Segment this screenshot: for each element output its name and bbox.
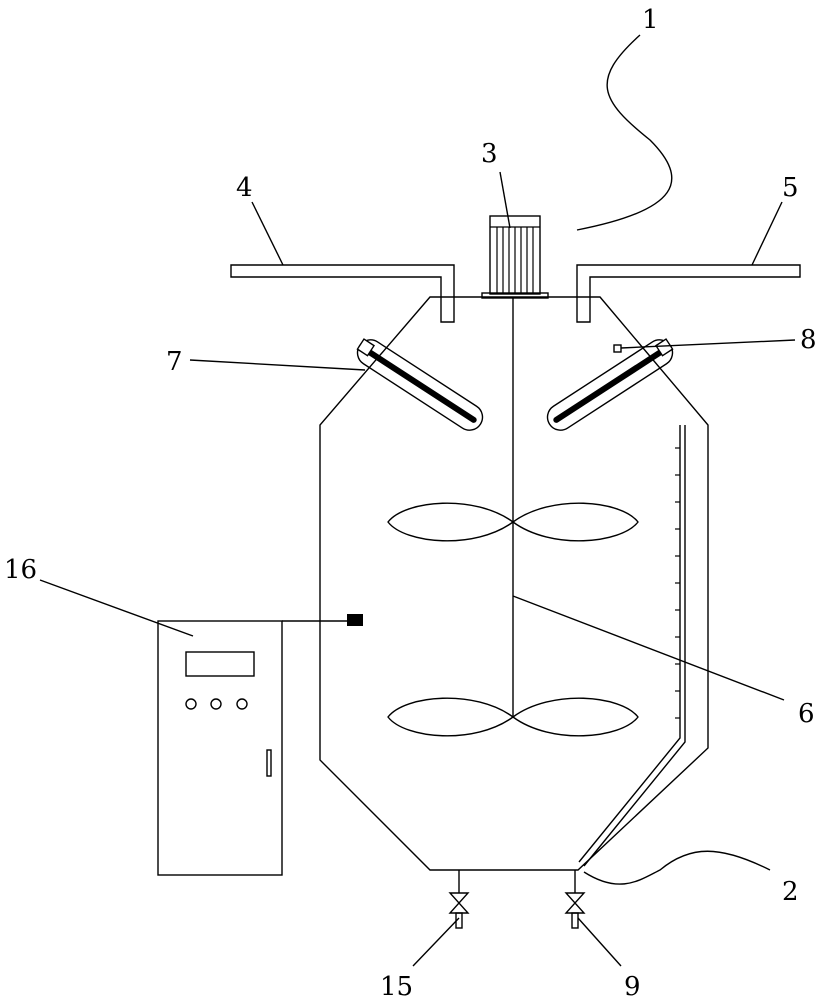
label-16: 16	[4, 555, 37, 585]
control-cabinet	[157, 620, 283, 876]
lower-impeller	[387, 697, 639, 737]
leader-15	[412, 917, 460, 967]
level-gauge	[578, 425, 686, 867]
label-8: 8	[800, 325, 817, 355]
inlet-pipe-left	[230, 264, 455, 323]
tank-vessel	[319, 296, 709, 871]
label-7: 7	[166, 347, 183, 377]
upper-impeller	[387, 502, 639, 542]
cabinet-display	[185, 651, 255, 677]
label-9: 9	[624, 972, 641, 1000]
label-5: 5	[782, 173, 799, 203]
motor	[481, 215, 549, 299]
label-3: 3	[481, 139, 498, 169]
label-1: 1	[642, 5, 659, 35]
heater-tube-left	[356, 338, 484, 431]
leader-6	[512, 595, 785, 701]
valve-left	[448, 870, 470, 929]
leader-16	[39, 579, 194, 637]
leader-4	[251, 201, 284, 266]
valve-right	[564, 870, 586, 929]
probe	[347, 614, 363, 626]
label-4: 4	[236, 173, 253, 203]
leader-9	[577, 917, 622, 967]
leader-5	[751, 201, 783, 266]
leader-1	[576, 34, 673, 231]
leader-8	[620, 339, 796, 349]
cabinet-handle	[266, 749, 272, 777]
leader-7	[189, 359, 366, 371]
inlet-pipe-right	[576, 264, 801, 323]
leader-2	[583, 850, 771, 885]
cabinet-button-1	[185, 698, 197, 710]
label-6: 6	[798, 699, 815, 729]
cabinet-button-3	[236, 698, 248, 710]
heater-tube-right	[546, 338, 674, 431]
label-15: 15	[380, 972, 413, 1000]
leader-3	[499, 171, 511, 229]
label-2: 2	[782, 877, 799, 907]
cabinet-button-2	[210, 698, 222, 710]
sensor	[613, 344, 622, 353]
